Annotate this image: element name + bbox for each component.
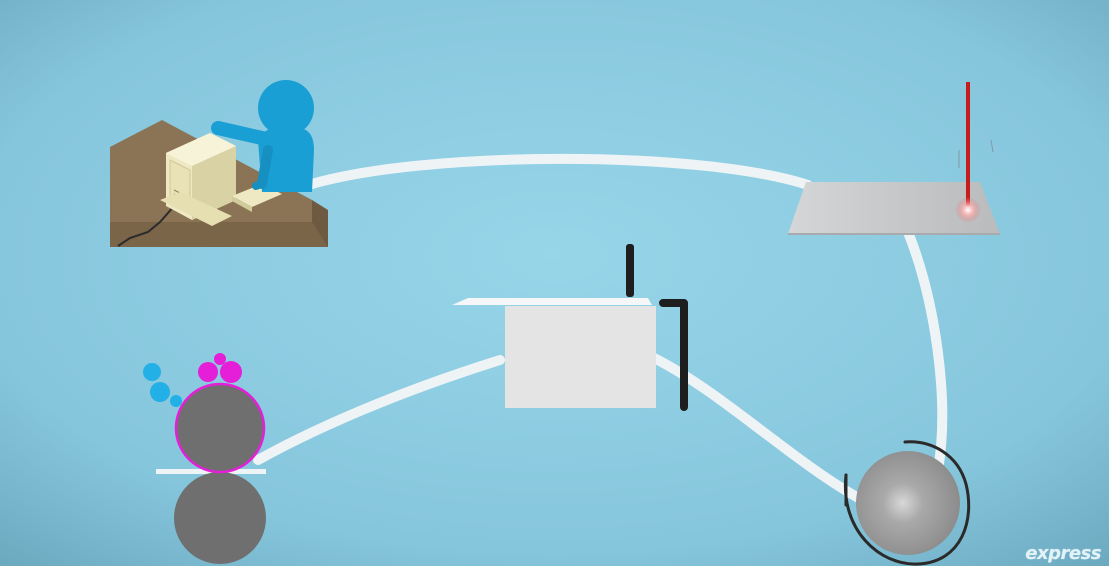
press-tray [452, 298, 652, 305]
upper-roller [176, 384, 264, 472]
press-lever-upper [626, 244, 634, 297]
lower-roller [174, 472, 266, 564]
express-logo: express [1025, 543, 1101, 564]
person-arm [218, 128, 262, 138]
laser-hotspot [955, 197, 981, 223]
output-ball [856, 451, 960, 555]
person-head [258, 80, 314, 136]
press-block [505, 306, 656, 408]
